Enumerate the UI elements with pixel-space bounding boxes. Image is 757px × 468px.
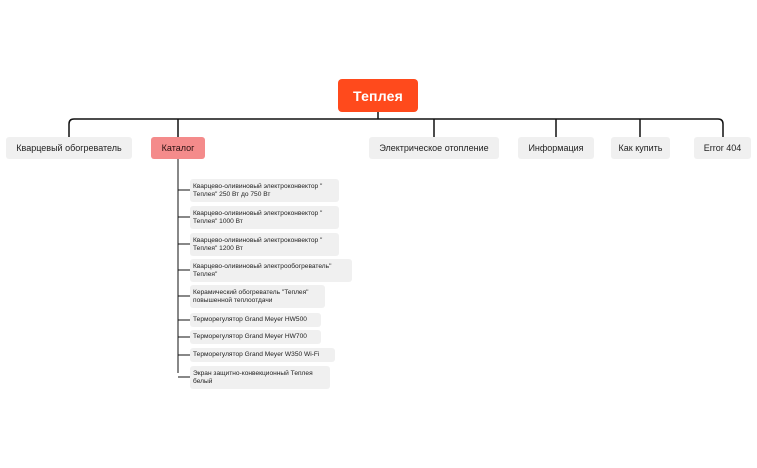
catalog-item[interactable]: Терморегулятор Grand Meyer HW500: [190, 313, 321, 327]
catalog-item[interactable]: Кварцево-оливиновый электроконвектор " Т…: [190, 233, 339, 256]
catalog-item[interactable]: Керамический обогреватель "Теплея" повыш…: [190, 285, 325, 308]
catalog-item[interactable]: Кварцево-оливиновый электроконвектор " Т…: [190, 206, 339, 229]
branch-how-to-buy[interactable]: Как купить: [611, 137, 670, 159]
catalog-item[interactable]: Кварцево-оливиновый электрообогреватель"…: [190, 259, 352, 282]
branch-info[interactable]: Информация: [518, 137, 594, 159]
catalog-item-line: Теплея" 1200 Вт: [193, 244, 243, 252]
catalog-item-text: Кварцево-оливиновый электроконвектор " Т…: [193, 183, 322, 199]
branch-electric-heating[interactable]: Электрическое отопление: [369, 137, 499, 159]
catalog-item-line: Кварцево-оливиновый электрообогреватель": [193, 262, 332, 270]
catalog-item-line: Теплея" 1000 Вт: [193, 217, 243, 225]
catalog-item-line: белый: [193, 377, 213, 385]
catalog-item-text: Экран защитно-конвекционный Теплея белый: [193, 370, 313, 386]
catalog-item-text: Кварцево-оливиновый электрообогреватель"…: [193, 263, 331, 279]
catalog-item-line: Терморегулятор Grand Meyer HW700: [193, 333, 307, 340]
root-node[interactable]: Теплея: [338, 79, 418, 112]
root-label: Теплея: [353, 87, 403, 104]
catalog-item-text: Керамический обогреватель "Теплея" повыш…: [193, 289, 309, 305]
catalog-item-line: Терморегулятор Grand Meyer HW500: [193, 316, 307, 323]
catalog-item[interactable]: Кварцево-оливиновый электроконвектор " Т…: [190, 179, 339, 202]
catalog-item-text: Кварцево-оливиновый электроконвектор " Т…: [193, 210, 322, 226]
catalog-item-line: Теплея" 250 Вт до 750 Вт: [193, 190, 271, 198]
catalog-item[interactable]: Терморегулятор Grand Meyer HW700: [190, 330, 321, 344]
branch-label: Информация: [528, 143, 584, 153]
catalog-item[interactable]: Терморегулятор Grand Meyer W350 Wi-Fi: [190, 348, 335, 362]
catalog-item-text: Терморегулятор Grand Meyer W350 Wi-Fi: [193, 351, 319, 359]
catalog-item-text: Кварцево-оливиновый электроконвектор " Т…: [193, 237, 322, 253]
catalog-item-line: Теплея": [193, 270, 218, 278]
catalog-item-line: повышенной теплоотдачи: [193, 296, 273, 304]
catalog-item-line: Кварцево-оливиновый электроконвектор ": [193, 209, 323, 217]
branch-bus: [68, 118, 724, 137]
branch-label: Электрическое отопление: [379, 143, 489, 153]
branch-label: Как купить: [618, 143, 663, 153]
catalog-item-line: Терморегулятор Grand Meyer W350 Wi-Fi: [193, 351, 320, 358]
branch-catalog[interactable]: Каталог: [151, 137, 205, 159]
catalog-item-line: Керамический обогреватель "Теплея": [193, 288, 309, 296]
branch-label: Кварцевый обогреватель: [16, 143, 122, 153]
catalog-item-line: Кварцево-оливиновый электроконвектор ": [193, 236, 323, 244]
catalog-leaf-connectors: [178, 189, 190, 378]
catalog-item-text: Терморегулятор Grand Meyer HW500: [193, 316, 307, 324]
catalog-item-text: Терморегулятор Grand Meyer HW700: [193, 333, 307, 341]
branch-label: Error 404: [703, 143, 742, 153]
branch-quartz-heater[interactable]: Кварцевый обогреватель: [6, 137, 132, 159]
catalog-item[interactable]: Экран защитно-конвекционный Теплея белый: [190, 366, 330, 389]
branch-label: Каталог: [161, 143, 195, 153]
catalog-item-line: Экран защитно-конвекционный Теплея: [193, 369, 313, 377]
catalog-item-line: Кварцево-оливиновый электроконвектор ": [193, 182, 323, 190]
branch-error-404[interactable]: Error 404: [694, 137, 751, 159]
